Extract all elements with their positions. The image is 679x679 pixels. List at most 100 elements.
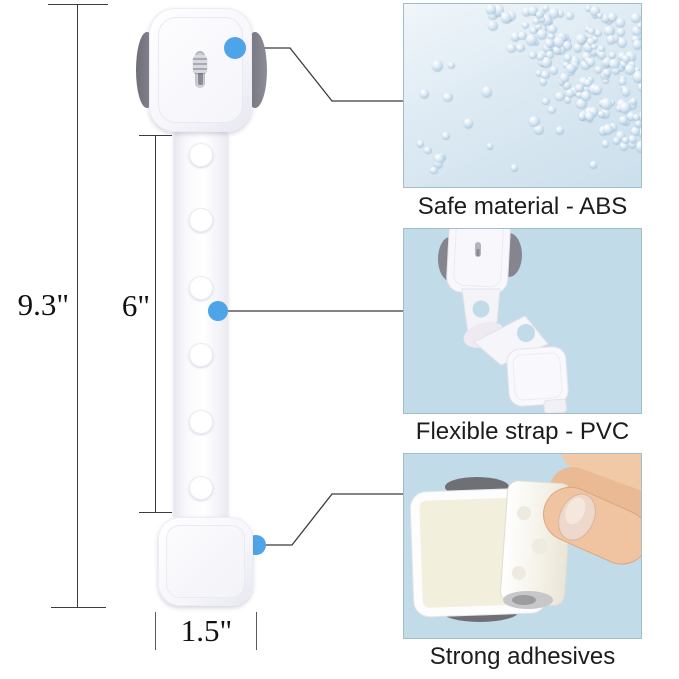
plastic-pellet [636,22,641,29]
plastic-pellet [627,99,638,109]
plastic-pellet [549,66,559,74]
plastic-pellet [633,71,641,83]
plastic-pellet [636,141,641,153]
plastic-pellet [607,12,617,22]
plastic-pellet [586,30,597,41]
strap-hole [189,276,213,300]
plastic-pellet [506,44,517,53]
plastic-pellet [526,34,537,45]
plastic-pellet [590,44,598,50]
plastic-pellet [542,97,550,105]
plastic-pellet [585,112,594,120]
plastic-pellet [556,9,564,17]
callout-label-adhesive: Strong adhesives [429,643,616,670]
plastic-pellet [552,46,561,54]
plastic-pellet [511,164,519,172]
plastic-pellet [609,99,616,106]
plastic-pellet [538,16,546,23]
strap-hole [189,143,213,167]
plastic-pellet [433,158,443,168]
total-height-dim-line [77,4,78,608]
plastic-pellet [603,68,611,77]
plastic-pellet [544,39,554,48]
plastic-pellet [580,91,591,101]
plastic-pellet [568,56,580,67]
plastic-pellet [565,11,574,20]
plastic-pellet [619,142,628,151]
plastic-pellet [620,59,629,67]
plastic-pellet [579,113,586,120]
plastic-pellet [585,4,592,11]
lock-release-button [193,55,207,73]
plastic-pellet [609,58,620,69]
base-width-left-tick [155,612,156,650]
plastic-pellet [582,52,591,62]
plastic-pellet [635,120,641,127]
plastic-pellet [576,91,583,98]
plastic-pellet [482,86,493,98]
plastic-pellet [555,92,565,101]
plastic-pellet [488,21,498,31]
plastic-pellet [534,124,544,134]
plastic-pellet [566,89,575,97]
lock-keyhole-inner [198,66,203,85]
plastic-pellet [537,52,544,60]
plastic-pellet [443,92,454,102]
plastic-pellet [601,56,612,67]
plastic-pellet [420,89,429,98]
total-height-bottom-tick [51,607,106,608]
plastic-pellet [612,137,620,145]
plastic-pellet [583,41,593,52]
plastic-pellet [434,153,445,163]
plastic-pellet [485,4,496,14]
plastic-pellet [600,107,611,118]
plastic-pellet [541,56,553,68]
plastic-pellet [588,27,596,34]
plastic-pellet [521,22,529,29]
plastic-pellet [547,32,556,39]
plastic-pellet [628,134,637,143]
plastic-pellet [597,49,606,59]
plastic-pellet [621,87,630,96]
plastic-pellet [596,12,604,19]
plastic-pellet [602,77,610,84]
plastic-pellet [516,43,526,52]
plastic-pellet [529,116,540,126]
plastic-pellet [539,78,547,85]
plastic-pellet [619,77,626,85]
plastic-pellet [576,99,587,109]
total-height-label: 9.3" [17,287,69,322]
plastic-pellet [549,8,559,19]
plastic-pellet [621,136,629,143]
plastic-pellet [563,53,573,62]
plastic-pellet [545,51,554,59]
total-height-top-tick [48,4,108,5]
plastic-pellet [521,6,531,17]
plastic-pellet [630,98,637,105]
plastic-pellet [616,104,624,111]
plastic-pellet [601,97,612,110]
plastic-pellet [631,26,641,36]
plastic-pellet [542,5,549,12]
plastic-pellet [616,131,626,140]
base-width-label: 1.5" [180,613,233,648]
plastic-pellet [559,73,569,82]
plastic-pellet [585,25,592,33]
plastic-pellet [612,66,621,75]
strap-length-top-tick [139,135,172,136]
plastic-pellet [448,62,455,69]
plastic-pellet [553,35,564,47]
plastic-pellet [528,6,538,15]
plastic-pellet [626,111,636,120]
plastic-pellet [595,66,603,74]
plastic-pellet [580,59,592,70]
plastic-pellet [501,12,512,23]
plastic-pellet [609,51,616,59]
strap-hole [189,343,213,367]
plastic-pellet [594,29,603,37]
plastic-pellet [424,147,432,154]
plastic-pellet [588,45,600,56]
plastic-pellet [535,10,543,18]
plastic-pellet [619,115,629,125]
plastic-pellet [632,40,641,49]
